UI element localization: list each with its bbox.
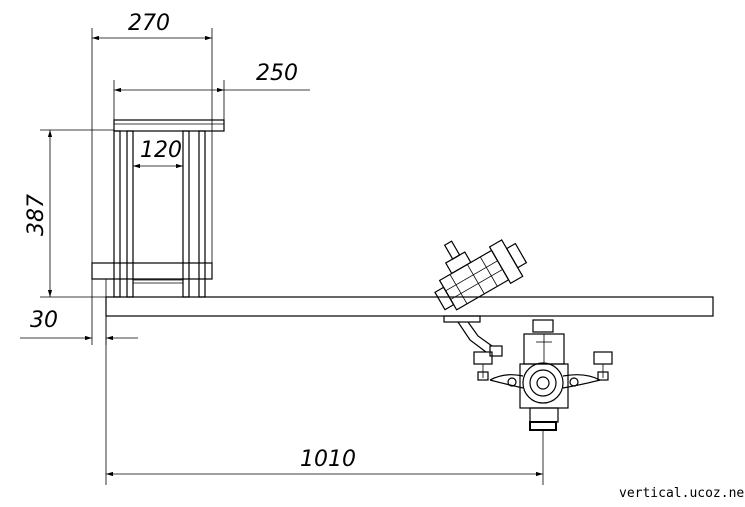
stand-frame [91, 119, 225, 298]
dimension-120: 120 [133, 138, 183, 169]
dimension-30: 30 [20, 279, 138, 345]
mount-bracket [443, 315, 554, 353]
dimension-1010: 1010 [105, 316, 544, 485]
dimension-120-label: 120 [140, 138, 182, 163]
dimension-270: 270 [91, 11, 213, 263]
motor-assembly-tilted [434, 239, 528, 311]
dimension-250: 250 [113, 61, 310, 120]
wheel-assembly [473, 333, 613, 431]
dimension-1010-label: 1010 [300, 447, 356, 472]
dimension-387-label: 387 [24, 194, 49, 236]
dimension-387: 387 [24, 129, 114, 298]
dimension-270-label: 270 [128, 11, 170, 36]
main-beam [105, 296, 714, 317]
watermark: vertical.ucoz.net [619, 486, 745, 501]
dimension-250-label: 250 [256, 61, 298, 86]
dimension-30-label: 30 [30, 308, 58, 333]
